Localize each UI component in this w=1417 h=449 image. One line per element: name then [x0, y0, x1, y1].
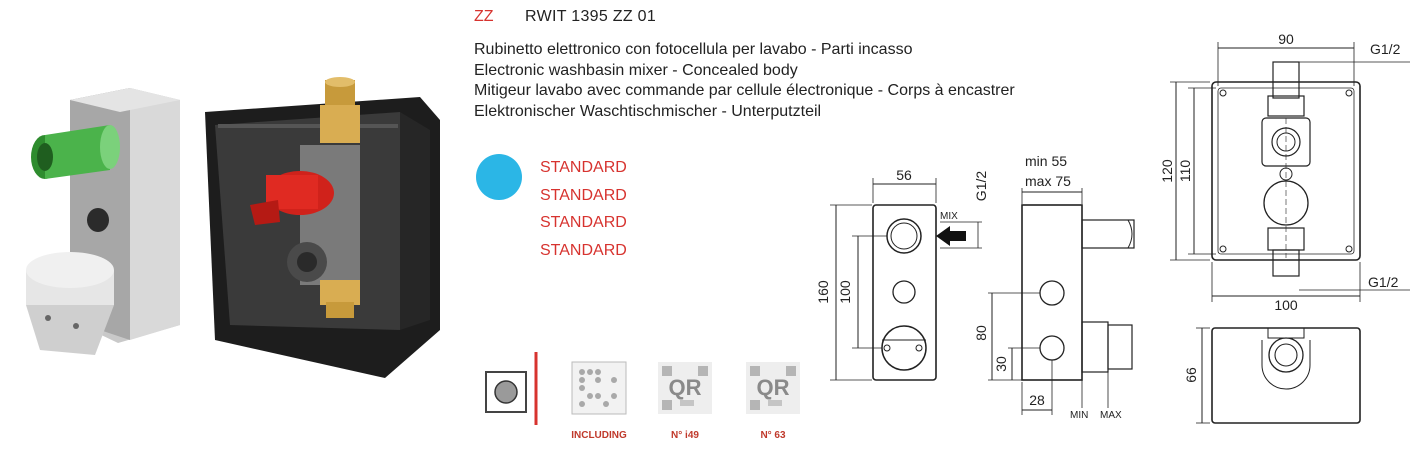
dim-width-56: 56	[896, 167, 912, 183]
min-label: MIN	[1070, 410, 1088, 421]
including-icon	[571, 361, 627, 415]
dim-box-110: 110	[1177, 160, 1193, 183]
valve-body-photo	[26, 88, 180, 355]
description-it: Rubinetto elettronico con fotocellula pe…	[474, 41, 913, 58]
dim-depth-max: max 75	[1025, 173, 1071, 189]
icon-label-63: N° 63	[760, 430, 786, 441]
finish-label: STANDARD	[540, 159, 627, 176]
product-code: RWIT 1395 ZZ 01	[525, 8, 657, 25]
finish-label: STANDARD	[540, 214, 627, 231]
icon-label-including: INCLUDING	[571, 430, 627, 441]
dim-side-30: 30	[993, 356, 1009, 372]
dim-box-100: 100	[1274, 297, 1298, 313]
description-block: Rubinetto elettronico con fotocellula pe…	[474, 40, 1015, 122]
code-prefix: ZZ	[474, 8, 494, 25]
box-side-view-drawing: 66	[1183, 327, 1361, 424]
thread-box-top: G1/2	[1370, 41, 1401, 57]
qr-63-icon: QR	[746, 362, 800, 414]
finish-swatch	[476, 154, 522, 200]
icon-row: QR QR	[485, 352, 800, 425]
finish-list: STANDARD STANDARD STANDARD STANDARD	[540, 154, 627, 264]
product-photo	[26, 77, 440, 378]
qr-glyph: QR	[757, 375, 790, 400]
finish-label: STANDARD	[540, 186, 627, 204]
finish-label: STANDARD	[540, 241, 627, 259]
dim-box-66: 66	[1183, 367, 1199, 383]
dim-box-90: 90	[1278, 31, 1294, 47]
max-label: MAX	[1100, 410, 1122, 421]
dim-box-120: 120	[1159, 159, 1175, 183]
description-en: Electronic washbasin mixer - Concealed b…	[474, 61, 798, 79]
dim-inner-100: 100	[837, 280, 853, 304]
front-view-drawing: 56 160 100 MIX G1/2	[815, 167, 989, 381]
dim-side-28: 28	[1029, 392, 1045, 408]
concealed-box-photo	[205, 77, 440, 378]
technical-drawings: 56 160 100 MIX G1/2 min 55 max 75	[815, 31, 1410, 424]
qr-glyph: QR	[669, 375, 702, 400]
thread-box-bottom: G1/2	[1368, 274, 1399, 290]
side-view-drawing: min 55 max 75 80 30 28 MIN MAX	[973, 153, 1135, 421]
qr-i49-icon: QR	[658, 362, 712, 414]
dim-side-80: 80	[973, 325, 989, 341]
mix-arrow-icon	[936, 226, 966, 246]
thread-front: G1/2	[973, 171, 989, 202]
description-de: Elektronischer Waschtischmischer - Unter…	[474, 102, 822, 120]
box-top-view-drawing: 90 G1/2 120 110 G1/2 100	[1159, 31, 1410, 313]
wall-box-icon	[485, 352, 538, 425]
dim-depth-min: min 55	[1025, 153, 1067, 169]
icon-label-i49: N° i49	[671, 430, 699, 441]
description-fr: Mitigeur lavabo avec commande par cellul…	[474, 82, 1015, 99]
dim-height-160: 160	[815, 280, 831, 304]
mix-label: MIX	[940, 211, 958, 222]
